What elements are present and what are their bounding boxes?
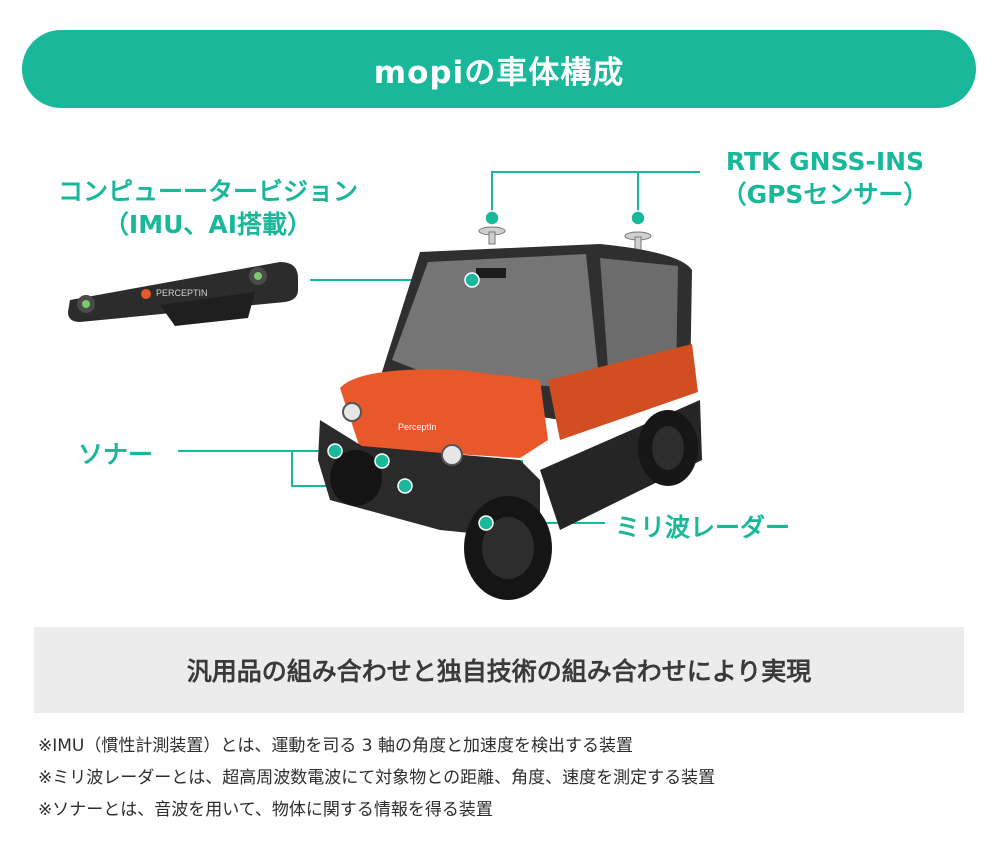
vehicle-diagram: PERCEPTIN PerceptIn — [68, 171, 702, 600]
footnotes: ※IMU（慣性計測装置）とは、運動を司る 3 軸の角度と加速度を検出する装置 ※… — [38, 730, 968, 826]
sensor-markers — [327, 210, 646, 531]
camera-device: PERCEPTIN — [68, 262, 298, 326]
vehicle: PerceptIn — [318, 226, 702, 600]
camera-brand-text: PERCEPTIN — [156, 288, 208, 298]
page-title: mopiの車体構成 — [373, 54, 625, 91]
footnote-radar: ※ミリ波レーダーとは、超高周波数電波にて対象物との距離、角度、速度を測定する装置 — [38, 768, 716, 788]
summary-text: 汎用品の組み合わせと独自技術の組み合わせにより実現 — [186, 657, 812, 686]
title-banner: mopiの車体構成 — [22, 30, 976, 108]
computer-vision-label-line2: （IMU、AI搭載） — [103, 209, 313, 239]
footnote-imu: ※IMU（慣性計測装置）とは、運動を司る 3 軸の角度と加速度を検出する装置 — [38, 736, 633, 756]
gps-antennas — [478, 226, 652, 252]
rtk-label: RTK GNSS-INS （GPSセンサー） — [690, 146, 960, 211]
computer-vision-label: コンピューータービジョン （IMU、AI搭載） — [58, 176, 358, 241]
computer-vision-label-line1: コンピューータービジョン — [58, 177, 359, 206]
radar-label: ミリ波レーダー — [615, 513, 791, 542]
rtk-label-line1: RTK GNSS-INS — [725, 147, 925, 176]
footnote-sonar: ※ソナーとは、音波を用いて、物体に関する情報を得る装置 — [38, 800, 493, 820]
sonar-label: ソナー — [78, 440, 154, 469]
rtk-label-line2: （GPSセンサー） — [721, 179, 929, 209]
vehicle-badge-text: PerceptIn — [398, 422, 437, 432]
summary-box: 汎用品の組み合わせと独自技術の組み合わせにより実現 — [34, 627, 964, 713]
